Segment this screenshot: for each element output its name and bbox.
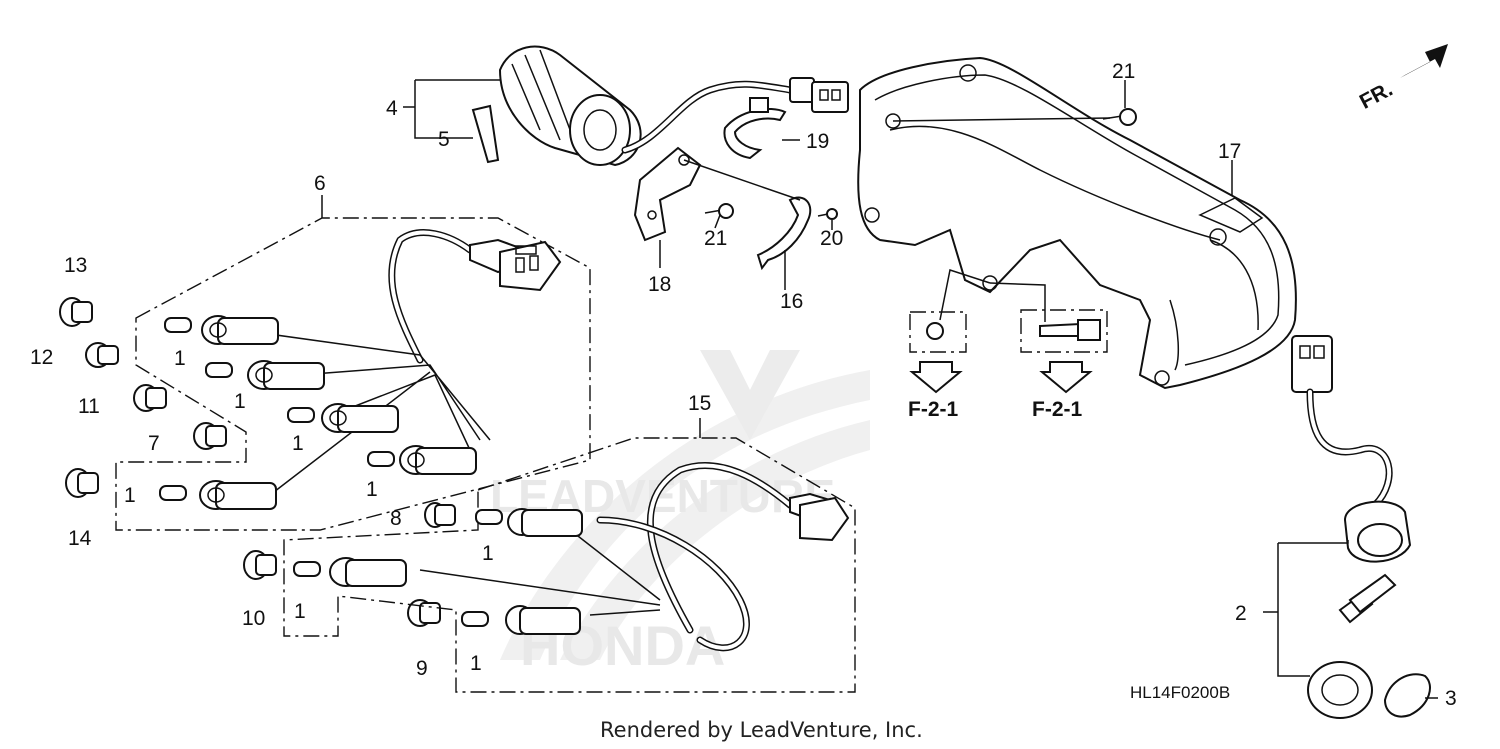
- callout-16: 16: [780, 290, 803, 313]
- switch-knob-assembly: [471, 45, 849, 167]
- callout-1f: 1: [482, 542, 494, 565]
- callout-8: 8: [390, 507, 402, 530]
- callout-1a: 1: [174, 347, 186, 370]
- callout-13: 13: [64, 254, 87, 277]
- callout-6: 6: [314, 172, 326, 195]
- callout-1g: 1: [294, 600, 306, 623]
- wire-harness-6: [115, 217, 591, 531]
- indicator-lenses: [59, 297, 456, 627]
- meter-cover-17: [857, 56, 1297, 390]
- callout-21-right: 21: [1112, 60, 1135, 83]
- callout-14: 14: [68, 527, 92, 550]
- callout-10: 10: [242, 607, 265, 630]
- ignition-switch-2: [1291, 335, 1431, 719]
- callout-21-left: 21: [704, 227, 727, 250]
- callout-4: 4: [386, 97, 398, 120]
- callout-20: 20: [820, 227, 843, 250]
- callout-1b: 1: [234, 390, 246, 413]
- band-16: [756, 196, 812, 271]
- callout-17: 17: [1218, 140, 1241, 163]
- drawing-code: HL14F0200B: [1130, 683, 1230, 702]
- callout-1c: 1: [292, 432, 304, 455]
- front-direction-arrow: FR.: [1356, 44, 1448, 114]
- callout-12: 12: [30, 346, 53, 369]
- callout-2: 2: [1235, 602, 1247, 625]
- callout-3: 3: [1445, 687, 1457, 710]
- callout-1d: 1: [366, 478, 378, 501]
- front-label: FR.: [1356, 78, 1397, 114]
- leader-lines: [321, 79, 1438, 699]
- reference-label-2: F-2-1: [1032, 398, 1082, 421]
- callouts: 4 5 6 13 12 11 7 14 1 1 1 1 1 8 1 10 1 9…: [30, 60, 1457, 710]
- callout-11: 11: [78, 395, 100, 418]
- callout-7: 7: [148, 432, 160, 455]
- screws: [704, 108, 1137, 220]
- footer-credit: Rendered by LeadVenture, Inc.: [600, 718, 923, 742]
- callout-15: 15: [688, 392, 711, 415]
- callout-18: 18: [648, 273, 671, 296]
- bracket-18: [633, 146, 702, 242]
- callout-1e: 1: [124, 484, 136, 507]
- reference-f-2-1-right: F-2-1: [1020, 309, 1108, 421]
- reference-f-2-1-left: F-2-1: [908, 311, 967, 421]
- wire-harness-15: [283, 437, 856, 693]
- callout-19: 19: [806, 130, 829, 153]
- callout-5: 5: [438, 128, 450, 151]
- reference-label-1: F-2-1: [908, 398, 958, 421]
- callout-1h: 1: [470, 652, 482, 675]
- callout-9: 9: [416, 657, 428, 680]
- clip-19: [723, 97, 787, 160]
